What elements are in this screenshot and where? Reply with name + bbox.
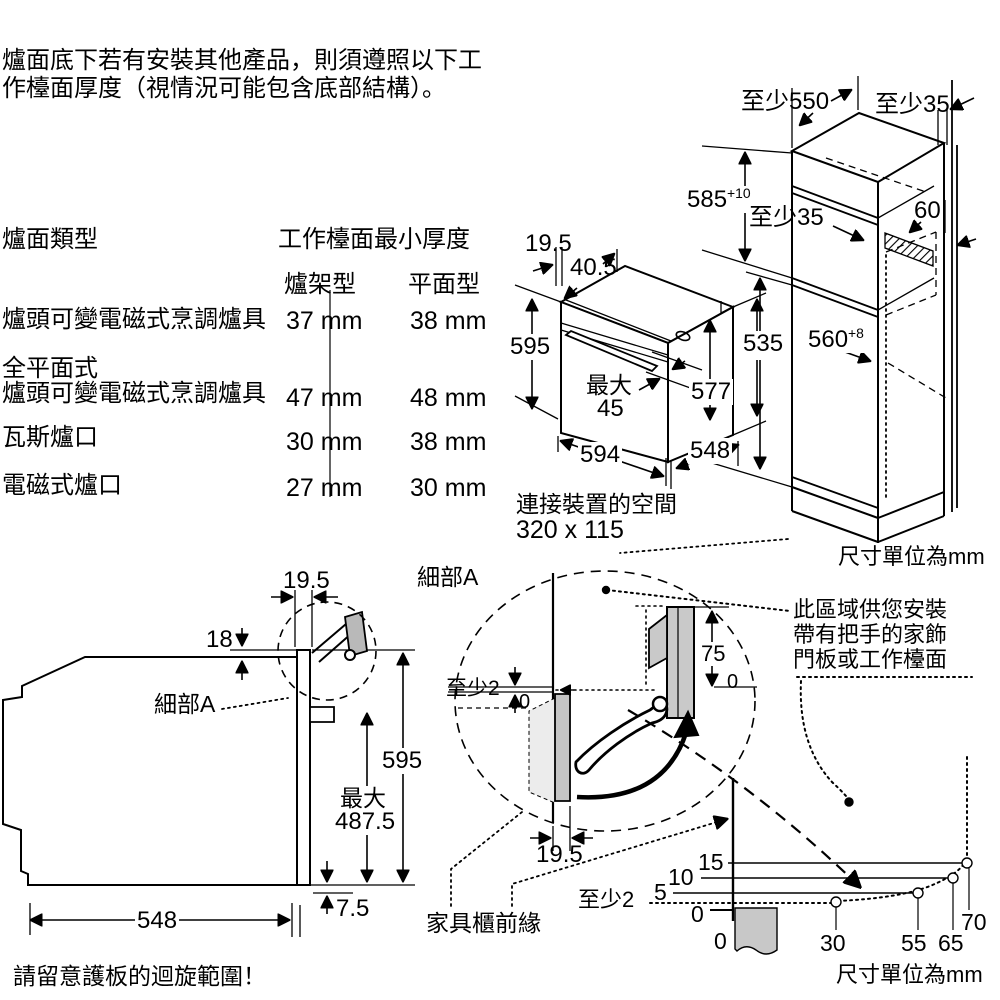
units-note-top: 尺寸單位為mm [838,544,985,569]
dim-19-5: 19.5 [525,230,572,257]
dim-min-550: 至少550 [741,88,830,115]
front-edge-leaders [450,811,727,907]
hidden-edges [825,157,947,399]
furniture-block [734,907,778,955]
dim-min-2-detail: 至少2 [446,677,500,700]
dim-548-side: 548 [135,907,180,934]
oven-door-side [296,649,311,886]
dim-585: 585 [687,186,728,213]
table-row-name: 全平面式 [2,355,98,382]
table-header-thickness: 工作檯面最小厚度 [278,226,470,253]
table-cell: 38 mm [410,428,487,456]
graph-y-10: 10 [668,864,694,890]
table-row-name: 瓦斯爐口 [2,424,98,451]
data-point-70-15 [961,857,973,869]
dim-min-35-mid: 至少35 [749,204,824,231]
dim-7-5: 7.5 [336,895,370,922]
latch [309,706,335,723]
detail-a-marker-circle [277,601,377,701]
dim-560-tol: 560+8 [806,325,866,353]
door-swing-path [627,709,860,887]
detail-a-drawing [448,570,757,907]
intro-line2: 作檯面厚度（視情況可能包含底部結構）。 [2,75,446,102]
table-cell: 48 mm [410,384,487,412]
dim-548: 548 [688,437,733,464]
table-col-rack: 爐架型 [284,271,356,298]
table-cell: 30 mm [286,428,363,456]
dim-zero-right: 0 [727,671,739,693]
cabinet-drawing [619,76,977,554]
hinge-pivot [651,695,669,713]
dim-45: 45 [597,395,624,422]
table-cell: 37 mm [286,307,363,335]
dim-18: 18 [206,626,233,653]
dim-585-tol: 585+10 [685,185,753,213]
warning-note: 請留意護板的迴旋範圍！ [13,963,266,989]
dim-max-label: 最大 [586,372,632,398]
table-cell: 38 mm [410,307,487,335]
wall-line [951,80,958,512]
note-line3: 門板或工作檯面 [793,647,948,672]
decor-panel-step [648,613,668,670]
clearance-graph [601,585,973,955]
dim-19-5-side: 19.5 [283,567,330,594]
table-cell: 30 mm [410,474,487,502]
table-row-name2: 爐頭可變電磁式烹調爐具 [2,380,266,407]
table-row-name: 爐頭可變電磁式烹調爐具 [2,306,266,333]
detail-a-circle [454,570,756,832]
intro-line1: 爐面底下若有安裝其他產品，則須遵照以下工 [2,47,482,74]
dim-487-5: 487.5 [333,808,398,835]
dim-19-5-detail: 19.5 [536,841,583,868]
front-edge-label: 家具櫃前緣 [426,910,541,936]
door-swing-arrow [576,732,689,800]
graph-x-65: 65 [938,930,964,956]
dim-zero-left: 0 [519,691,531,713]
connection-space-caption: 連接裝置的空間 [516,491,677,517]
dim-75: 75 [699,641,728,666]
graph-origin-0: 0 [714,928,727,954]
dim-min-35-top: 至少35 [875,91,950,118]
door-ghost-area [528,697,556,804]
connection-space-size: 320 x 115 [516,516,624,544]
graph-y-0: 0 [691,901,704,927]
cabinet-plinth [791,486,945,543]
oven-side-view [1,590,415,937]
dim-60: 60 [914,197,941,224]
dim-560-sup: +8 [848,325,864,341]
graph-min-2: 至少2 [578,887,635,912]
table-cell: 27 mm [286,474,363,502]
graph-x-55: 55 [901,930,927,956]
oven-door-handle [564,329,659,373]
graph-y-5: 5 [654,879,667,905]
units-note-bottom: 尺寸單位為mm [836,962,983,987]
table-col-flat: 平面型 [408,271,480,298]
hinge-arm [574,698,669,775]
table-cell: 47 mm [286,384,363,412]
table-row-name: 電磁式爐口 [2,472,122,499]
dim-585-sup: +10 [727,185,751,201]
dim-577: 577 [689,378,734,405]
dim-535-cabinet: 535 [741,330,786,357]
decor-panel [666,606,695,719]
dim-40-5: 40.5 [570,254,617,281]
graph-x-30: 30 [820,930,846,956]
detail-a-reference: 細部A [154,691,216,717]
side-grip-cutout [675,330,691,342]
dim-594: 594 [578,441,623,468]
dim-560: 560 [808,326,849,353]
hinge-panel [344,610,368,658]
graph-y-15: 15 [698,849,724,875]
note-line2: 帶有把手的家飾 [793,622,948,647]
graph-x-70: 70 [961,909,987,935]
dim-595-side: 595 [380,747,425,774]
clearance-curve [837,857,968,902]
detail-a-title: 細部A [417,564,479,590]
oven-3d-drawing [514,247,767,489]
dim-595: 595 [508,333,553,360]
table-header-type: 爐面類型 [2,226,98,253]
vent-hatch-area [884,232,934,267]
note-line1: 此區域供您安裝 [793,597,948,622]
